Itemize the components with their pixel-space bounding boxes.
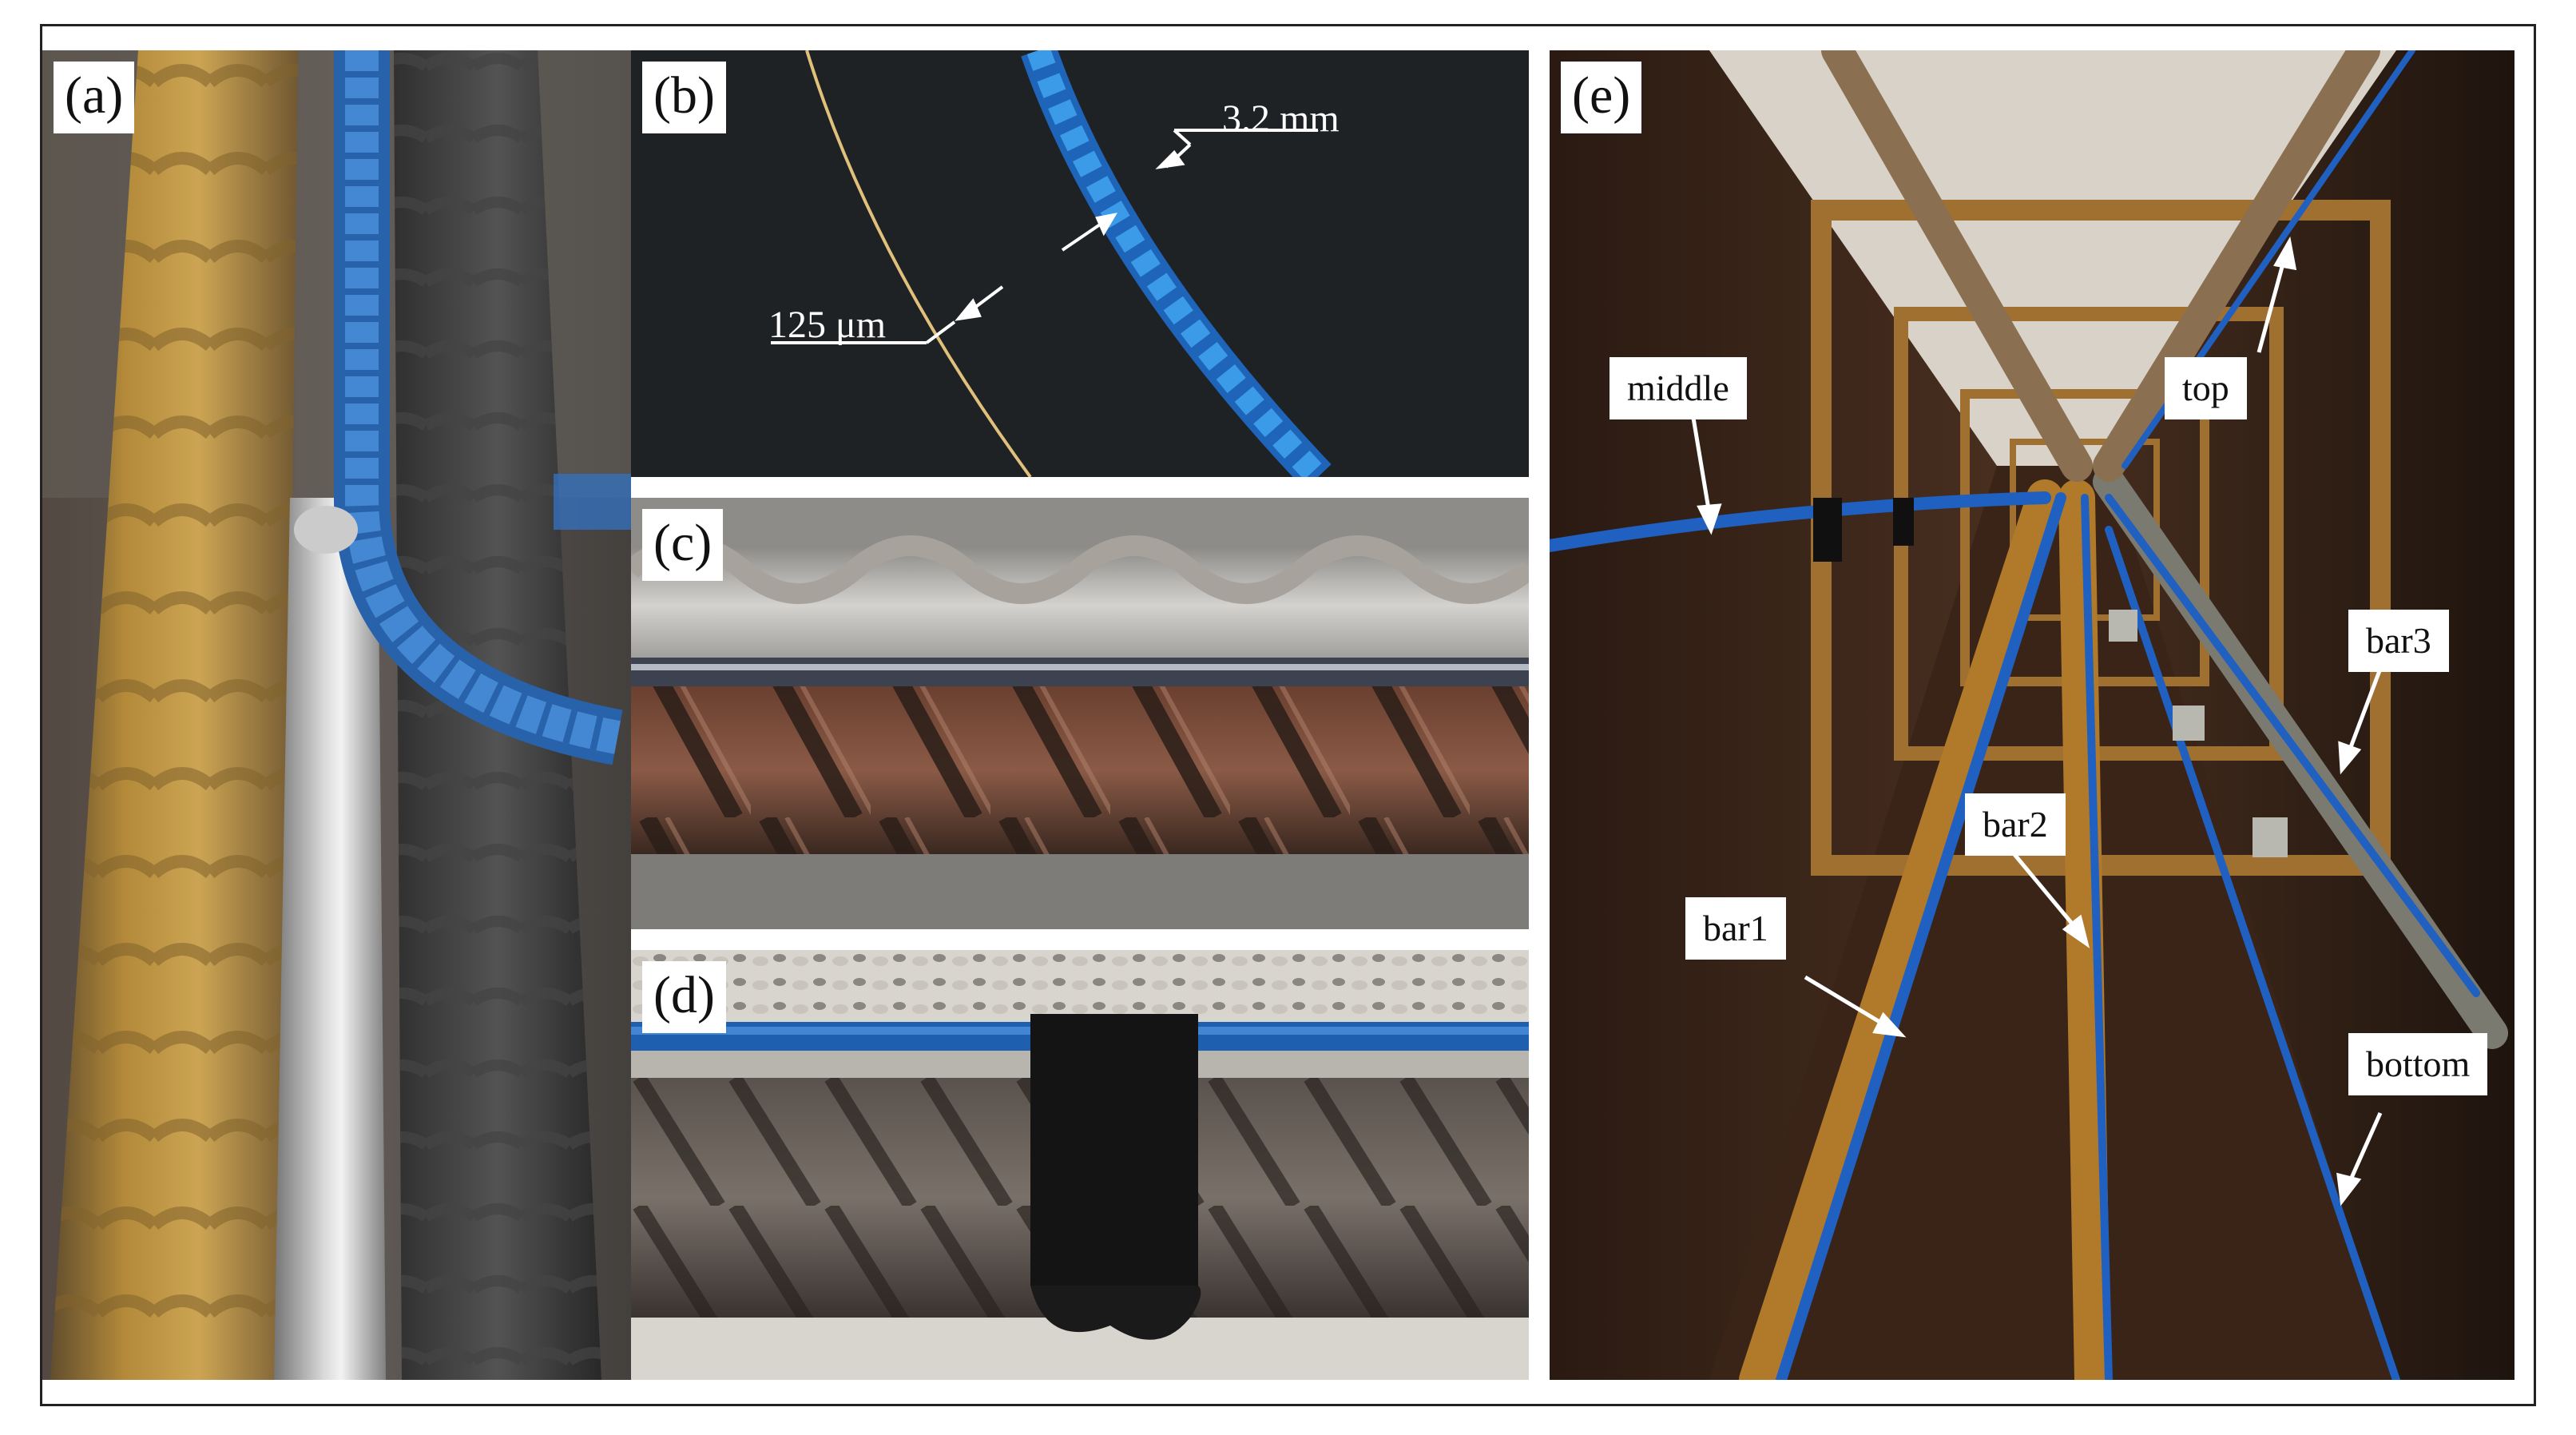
panel-a-label: (a) bbox=[54, 62, 135, 133]
panel-c-image bbox=[631, 498, 1529, 929]
callout-bar2: bar2 bbox=[1965, 793, 2066, 856]
panel-d-label: (d) bbox=[642, 961, 726, 1033]
figure-frame: (a) (b) 125 bbox=[40, 24, 2536, 1406]
fiber-core-dimension: 125 μm bbox=[768, 304, 887, 346]
callout-top: top bbox=[2165, 357, 2247, 419]
panel-c-label: (c) bbox=[642, 509, 724, 581]
panel-e-label: (e) bbox=[1561, 62, 1642, 133]
callout-bottom: bottom bbox=[2348, 1033, 2488, 1095]
panel-e-image bbox=[1550, 50, 2514, 1380]
panel-b-image bbox=[631, 50, 1529, 477]
callout-bar3: bar3 bbox=[2348, 610, 2449, 672]
panel-d-photo: (d) bbox=[631, 950, 1529, 1380]
callout-arrows bbox=[1691, 236, 2383, 1206]
panel-a-image bbox=[42, 50, 631, 1380]
dimension-arrows bbox=[771, 129, 1318, 344]
callout-bar1: bar1 bbox=[1685, 897, 1786, 960]
coating-dimension: 3.2 mm bbox=[1222, 97, 1340, 140]
callout-middle: middle bbox=[1610, 357, 1747, 419]
panel-b-label: (b) bbox=[642, 62, 726, 133]
panel-b-photo: (b) 125 μm 3.2 mm bbox=[631, 50, 1529, 477]
panel-c-photo: (c) bbox=[631, 498, 1529, 929]
panel-e-photo: (e) middle top bar3 bar2 bar1 bottom bbox=[1550, 50, 2514, 1380]
panel-a-photo: (a) bbox=[42, 50, 631, 1380]
panel-d-image bbox=[631, 950, 1529, 1380]
